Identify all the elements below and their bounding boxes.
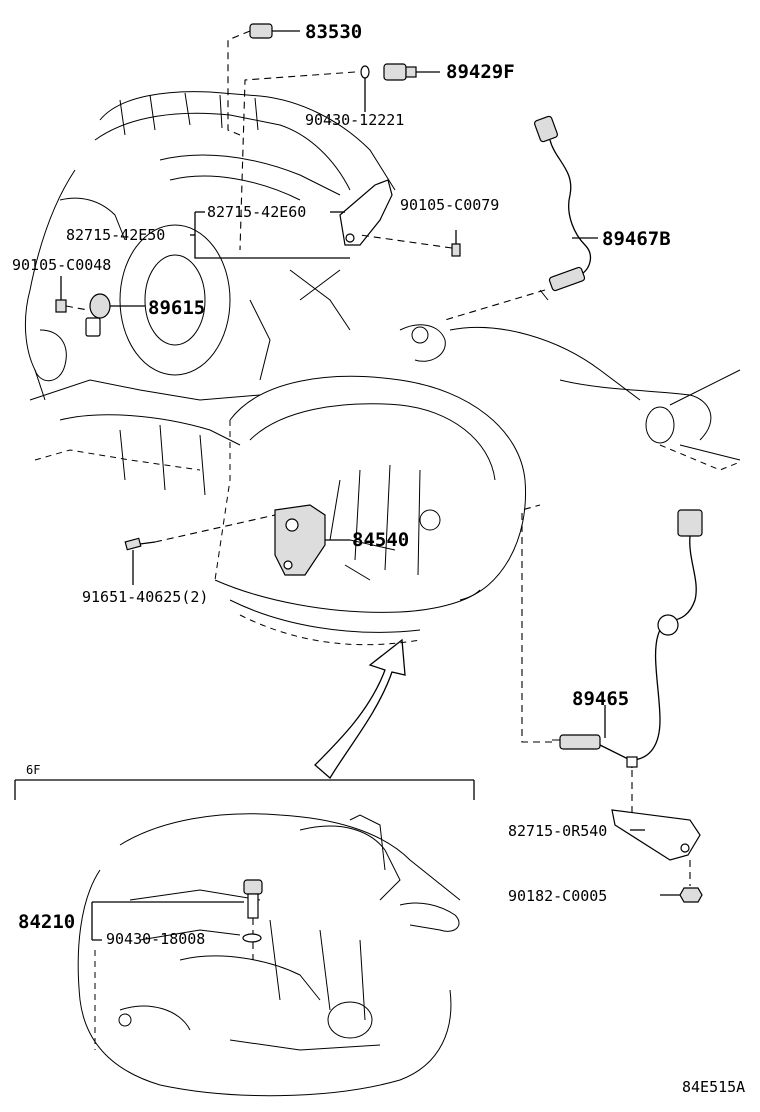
part-89615-knock-sensor xyxy=(85,293,145,337)
part-89467B-oxygen-sensor xyxy=(444,115,598,321)
inset-6f-frame xyxy=(14,779,475,800)
label-83530: 83530 xyxy=(305,21,362,43)
part-91651-40625-bolt xyxy=(124,514,276,585)
label-84540: 84540 xyxy=(352,529,409,551)
label-90182-C0005: 90182-C0005 xyxy=(508,887,607,905)
label-90430-18008: 90430-18008 xyxy=(106,930,205,948)
part-90182-C0005-nut xyxy=(660,860,703,903)
inset-label: 6F xyxy=(26,763,40,777)
inset-reference-arrow xyxy=(314,638,406,779)
label-89465: 89465 xyxy=(572,688,629,710)
part-89465-oxygen-sensor xyxy=(521,504,703,769)
label-89615: 89615 xyxy=(148,297,205,319)
label-89429F: 89429F xyxy=(446,61,515,83)
part-82715-0R540-bracket xyxy=(611,770,701,861)
part-84540-neutral-start-switch xyxy=(274,504,350,576)
part-90105-C0048-bolt xyxy=(55,276,89,313)
inset-transaxle-sketch xyxy=(77,813,461,1097)
diagram-code: 84E515A xyxy=(682,1078,745,1096)
label-90105-C0079: 90105-C0079 xyxy=(400,196,499,214)
part-90105-C0079-bolt xyxy=(359,230,461,257)
label-84210: 84210 xyxy=(18,911,75,933)
label-82715-42E60: 82715-42E60 xyxy=(207,203,306,221)
part-82715-bracket xyxy=(190,179,393,259)
engine-assembly-sketch xyxy=(24,91,741,646)
label-82715-42E50: 82715-42E50 xyxy=(66,226,165,244)
label-90430-12221: 90430-12221 xyxy=(305,111,404,129)
label-90105-C0048: 90105-C0048 xyxy=(12,256,111,274)
label-91651-40625: 91651-40625(2) xyxy=(82,588,208,606)
label-89467B: 89467B xyxy=(602,228,671,250)
part-83530-oil-pressure-switch xyxy=(227,23,300,136)
label-82715-0R540: 82715-0R540 xyxy=(508,822,607,840)
part-89429F-sensor xyxy=(239,63,440,251)
part-84210-speed-sensor xyxy=(91,879,263,960)
